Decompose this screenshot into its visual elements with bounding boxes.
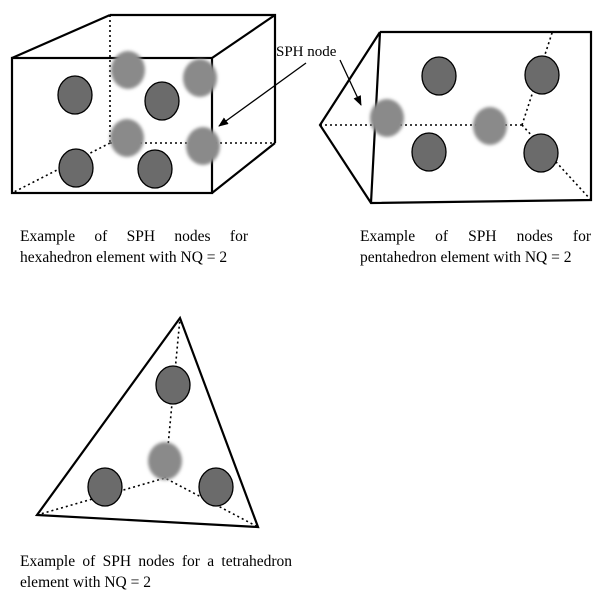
hex-node bbox=[58, 148, 94, 188]
tet-node bbox=[87, 467, 123, 507]
pent-node bbox=[370, 99, 404, 137]
callout-arrow-pent bbox=[339, 59, 362, 106]
caption-hexahedron: Example of SPH nodes for hexahedron elem… bbox=[20, 228, 248, 266]
caption-pentahedron: Example of SPH nodes for pentahedron ele… bbox=[360, 228, 591, 266]
tet-node bbox=[155, 365, 191, 405]
tet-node bbox=[198, 467, 234, 507]
hex-node bbox=[111, 51, 145, 89]
callout-arrow-hex bbox=[218, 62, 307, 127]
hex-node bbox=[144, 81, 180, 121]
hex-depth-edges bbox=[11, 13, 276, 194]
hex-node bbox=[183, 59, 217, 97]
pent-node bbox=[421, 56, 457, 96]
tet-node bbox=[148, 442, 182, 480]
tet-outline bbox=[34, 315, 260, 529]
hex-front-face bbox=[10, 56, 214, 195]
tetrahedron-element bbox=[34, 315, 260, 529]
pent-node bbox=[524, 55, 560, 95]
pentahedron-element bbox=[318, 29, 593, 205]
hex-node bbox=[137, 149, 173, 189]
pent-hidden-edges bbox=[320, 29, 592, 201]
pent-node bbox=[523, 133, 559, 173]
caption-tetrahedron: Example of SPH nodes for a tetrahedron e… bbox=[20, 553, 292, 591]
hexahedron-element bbox=[10, 13, 277, 195]
callout-label: SPH node bbox=[276, 44, 337, 60]
pent-node bbox=[473, 107, 507, 145]
pent-node bbox=[411, 132, 447, 172]
hex-node bbox=[110, 119, 144, 157]
hex-node bbox=[186, 127, 220, 165]
sph-node-callout: SPH node bbox=[218, 44, 362, 127]
hex-node bbox=[57, 75, 93, 115]
